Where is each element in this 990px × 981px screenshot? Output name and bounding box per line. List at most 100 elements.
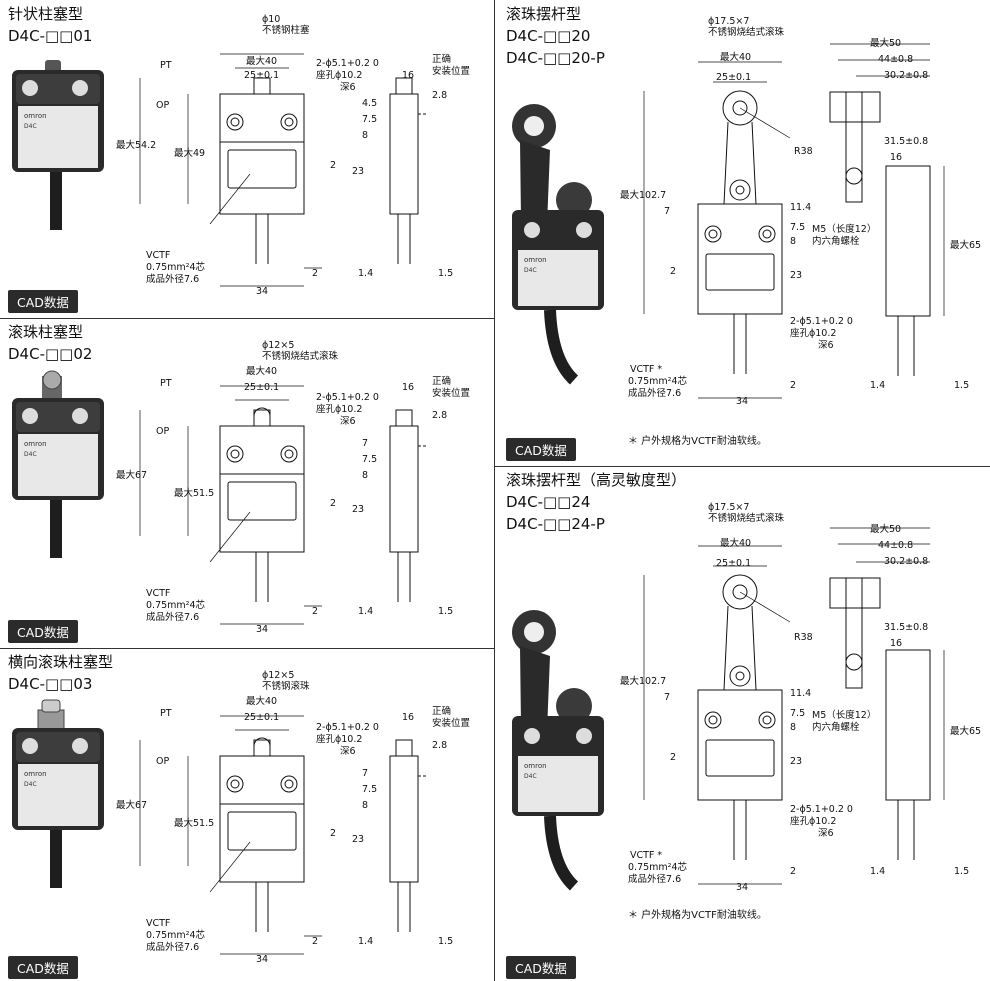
label-cable3: 成品外径7.6 [146, 274, 200, 285]
cad-data-button[interactable]: CAD数据 [506, 438, 576, 461]
label-b2: 34 [256, 286, 269, 297]
label-cable3: 成品外径7.6 [628, 874, 682, 885]
label-b1: 2 [312, 606, 319, 617]
label-hole2: 座孔ϕ10.2 [790, 816, 837, 827]
cad-data-button[interactable]: CAD数据 [506, 956, 576, 979]
label-op: OP [156, 426, 170, 437]
label-s30: 30.2±0.8 [884, 556, 929, 567]
divider-left-2 [0, 648, 494, 649]
panel-model-2: D4C-□□24-P [506, 515, 605, 533]
label-d6: 23 [352, 166, 365, 177]
label-b2: 34 [736, 882, 749, 893]
panel-title: 横向滚珠柱塞型 [8, 653, 114, 671]
label-d2: 2 [670, 266, 677, 277]
side-view [829, 91, 931, 376]
center-divider [494, 0, 495, 981]
front-view [697, 574, 783, 860]
panel-title: 滚珠摆杆型（高灵敏度型） [506, 471, 687, 489]
label-r: R38 [794, 146, 813, 157]
label-top-note: ϕ17.5×7 [708, 16, 750, 27]
label-d23: 23 [790, 270, 803, 281]
divider-left-1 [0, 318, 494, 319]
label-op: OP [156, 100, 170, 111]
label-cable2: 0.75mm²4芯 [146, 262, 206, 273]
label-w-max: 最大40 [246, 696, 278, 707]
label-w-pitch: 25±0.1 [244, 382, 280, 393]
label-s16: 16 [890, 638, 903, 649]
device-model: D4C [524, 773, 537, 780]
label-cable1: VCTF * [630, 850, 663, 861]
label-pos1: 正确 [432, 376, 452, 387]
label-hole3: 深6 [818, 828, 834, 839]
label-d114: 11.4 [790, 688, 812, 699]
label-hole3: 深6 [340, 746, 356, 757]
label-side-w: 16 [402, 70, 415, 81]
label-b3: 1.4 [870, 380, 886, 391]
label-b3: 1.4 [870, 866, 886, 877]
device-model: D4C [24, 451, 37, 458]
device-brand: omron [24, 770, 47, 778]
label-pos2: 安装位置 [432, 66, 471, 77]
label-d75: 7.5 [790, 222, 806, 233]
cad-data-button[interactable]: CAD数据 [8, 620, 78, 643]
label-d8: 8 [790, 236, 797, 247]
label-w-max: 最大40 [246, 56, 278, 67]
label-pt: PT [160, 378, 172, 389]
front-view [219, 407, 305, 602]
label-d5: 2 [330, 828, 337, 839]
label-top-note2: 不锈钢烧结式滚珠 [708, 27, 785, 38]
label-max-h: 最大67 [116, 800, 148, 811]
label-hole2: 座孔ϕ10.2 [790, 328, 837, 339]
label-d2: 7 [362, 438, 369, 449]
label-cable3: 成品外径7.6 [146, 612, 200, 623]
side-view [389, 409, 428, 602]
label-top-note2: 不锈钢柱塞 [262, 25, 310, 36]
label-s65: 最大65 [950, 726, 982, 737]
label-b4: 1.5 [438, 268, 454, 279]
label-hole3: 深6 [340, 416, 356, 427]
panel-model: D4C-□□24 [506, 493, 591, 511]
label-cable3: 成品外径7.6 [628, 388, 682, 399]
label-b4: 1.5 [954, 866, 970, 877]
label-d4: 8 [362, 470, 369, 481]
label-hole: 2-ϕ5.1+0.2 0 [790, 316, 853, 327]
panel-model-2: D4C-□□20-P [506, 49, 605, 67]
label-b1: 2 [312, 268, 319, 279]
footnote: ＊ 户外规格为VCTF耐油软线。 [628, 436, 767, 447]
label-max-body: 最大51.5 [174, 488, 215, 499]
label-cable2: 0.75mm²4芯 [628, 376, 688, 387]
label-d8: 8 [790, 722, 797, 733]
label-w-max: 最大40 [720, 52, 752, 63]
divider-right-1 [494, 466, 990, 467]
panel-title: 滚珠柱塞型 [8, 323, 84, 341]
device-brand: omron [524, 256, 547, 264]
label-side-w: 16 [402, 712, 415, 723]
label-d4: 8 [362, 800, 369, 811]
label-top-note: ϕ12×5 [262, 340, 295, 351]
label-b1: 2 [790, 866, 797, 877]
label-top-note2: 不锈钢滚珠 [262, 681, 310, 692]
label-d1: 2.8 [432, 90, 448, 101]
label-cable1: VCTF [146, 918, 171, 929]
label-w-pitch: 25±0.1 [716, 72, 752, 83]
label-op: OP [156, 756, 170, 767]
label-d23: 23 [790, 756, 803, 767]
label-cable1: VCTF [146, 588, 171, 599]
label-b3: 1.4 [358, 606, 374, 617]
device-model: D4C [524, 267, 537, 274]
label-max-body: 最大49 [174, 148, 206, 159]
label-b2: 34 [736, 396, 749, 407]
panel-title: 针状柱塞型 [8, 5, 84, 23]
cad-data-button[interactable]: CAD数据 [8, 290, 78, 313]
cad-data-button[interactable]: CAD数据 [8, 956, 78, 979]
label-hole2: 座孔ϕ10.2 [316, 734, 363, 745]
label-d2: 4.5 [362, 98, 378, 109]
label-w-max: 最大40 [720, 538, 752, 549]
